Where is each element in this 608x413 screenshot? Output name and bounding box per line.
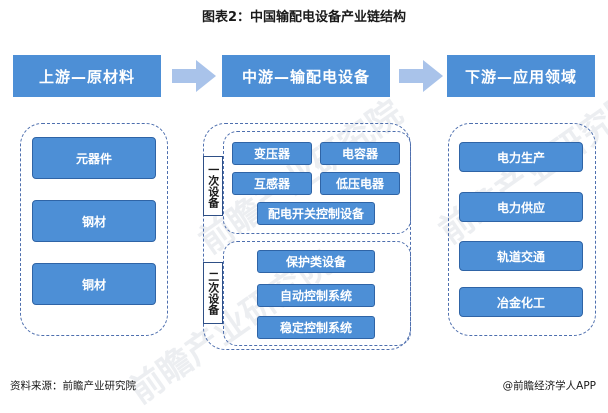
secondary-item: 自动控制系统: [257, 284, 375, 307]
downstream-group: [448, 123, 596, 336]
midstream-group: [203, 123, 411, 350]
primary-equipment-group: [223, 131, 411, 234]
primary-item: 变压器: [232, 142, 312, 165]
downstream-item: 轨道交通: [459, 241, 583, 271]
primary-equipment-label: 一次设备: [203, 156, 223, 216]
arrow-right-icon: [172, 60, 216, 92]
secondary-item: 稳定控制系统: [257, 316, 375, 339]
primary-item: 电容器: [320, 142, 400, 165]
chart-title: 图表2：中国输配电设备产业链结构: [201, 10, 407, 25]
secondary-item: 保护类设备: [257, 250, 375, 273]
stage-midstream: 中游—输配电设备: [222, 55, 390, 97]
brand-credit: @前瞻经济学人APP: [502, 380, 596, 392]
upstream-item: 铜材: [32, 263, 156, 305]
source-note: 资料来源：前瞻产业研究院: [10, 380, 136, 392]
downstream-item: 电力生产: [459, 142, 583, 172]
stage-upstream: 上游—原材料: [13, 55, 161, 97]
secondary-equipment-label: 二次设备: [203, 262, 223, 324]
downstream-item: 电力供应: [459, 192, 583, 222]
stage-downstream: 下游—应用领域: [447, 55, 595, 97]
primary-item: 配电开关控制设备: [257, 202, 375, 225]
downstream-item: 冶金化工: [459, 287, 583, 317]
arrow-right-icon: [399, 60, 443, 92]
primary-item: 互感器: [232, 172, 312, 195]
upstream-group: [20, 123, 168, 336]
upstream-item: 元器件: [32, 137, 156, 179]
primary-item: 低压电器: [320, 172, 400, 195]
upstream-item: 钢材: [32, 200, 156, 242]
secondary-equipment-group: [223, 241, 411, 346]
